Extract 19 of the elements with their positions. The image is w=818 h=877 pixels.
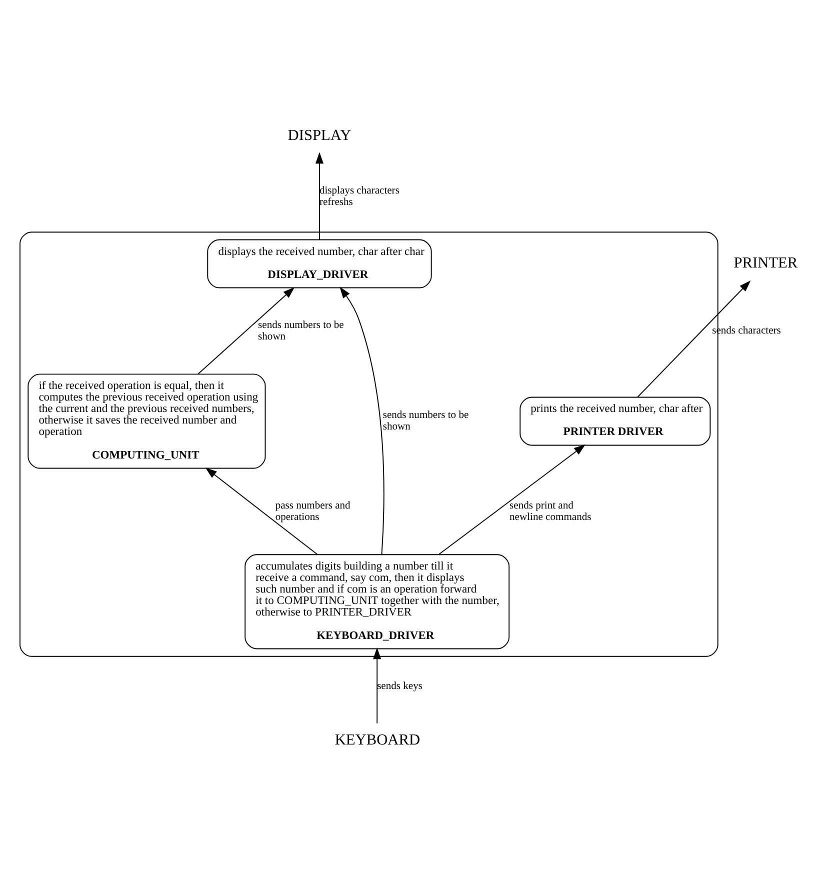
edge-label: sends numbers to be shown bbox=[258, 320, 344, 342]
edge-label: sends print and newline commands bbox=[510, 500, 592, 523]
node-text: KEYBOARD bbox=[334, 732, 420, 749]
node-text: DISPLAY bbox=[288, 126, 352, 144]
arrow bbox=[198, 287, 295, 374]
arrow bbox=[438, 444, 586, 555]
edge-label: sends keys bbox=[377, 680, 422, 692]
arrow bbox=[637, 280, 751, 398]
arrow bbox=[315, 152, 324, 240]
node-text: PRINTER bbox=[734, 254, 798, 272]
node-box: displays the received number, char after char DISPLAY_DRIVER bbox=[207, 239, 432, 288]
node-box: accumulates digits building a number till it receive a command, say com, then it displays such number and if com is an operation forward it to COMPUTING_UNIT together with the number, otherwise to PRINTER_DRIVER KEYBOARD_DRIVER bbox=[244, 554, 510, 650]
node-box: if the received operation is equal, then it computes the previous received operation using the current and the previous received numbers, otherwise it saves the received number and operation COMPUTING_UNIT bbox=[28, 374, 266, 469]
arrow bbox=[340, 286, 384, 556]
node-box: prints the received number, char after PRINTER DRIVER bbox=[520, 396, 711, 446]
edge-label: sends numbers to be shown bbox=[382, 410, 469, 433]
edge-label: pass numbers and operations bbox=[275, 500, 350, 523]
arrow bbox=[205, 468, 318, 555]
arrow bbox=[373, 648, 382, 724]
